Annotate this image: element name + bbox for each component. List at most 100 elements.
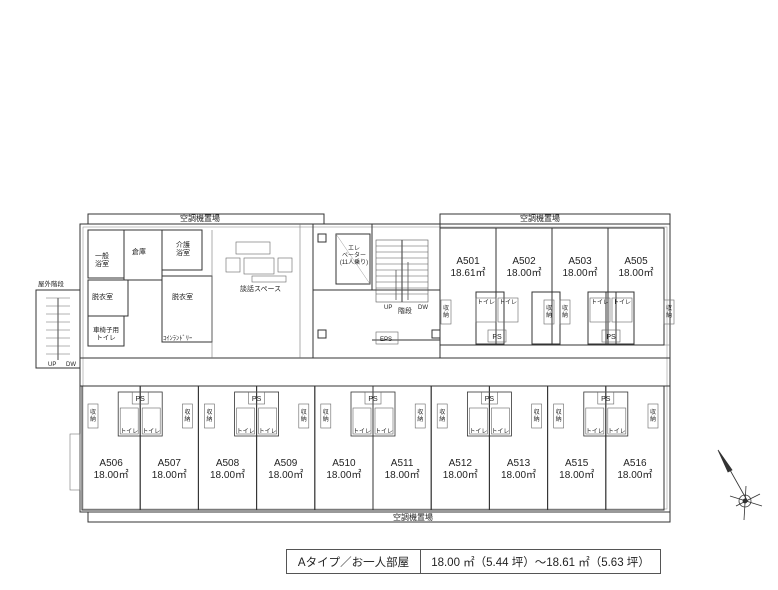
elevator-label: エレ xyxy=(348,245,360,252)
unit-room xyxy=(256,385,316,511)
storage-closet xyxy=(182,403,193,429)
storage-closet xyxy=(436,403,448,429)
storage-label: 収 xyxy=(417,409,423,416)
changing-room-left-label: 脱衣室 xyxy=(92,292,113,301)
storage-label: 納 xyxy=(301,415,307,423)
toilet-label: トイレ xyxy=(469,429,487,435)
storage-label: 収 xyxy=(323,409,329,416)
storage-label: 納 xyxy=(184,415,190,423)
lounge-furniture xyxy=(225,241,293,283)
toilet-label: トイレ xyxy=(120,429,138,435)
ps-label: PS xyxy=(136,396,146,403)
storage-label: 納 xyxy=(650,415,656,423)
pipe-shaft xyxy=(248,391,265,405)
room-number: A515 xyxy=(565,458,589,469)
toilet-stall xyxy=(611,297,633,323)
external-stairs xyxy=(35,289,81,369)
room-area: 18.00㎡ xyxy=(152,469,187,481)
storage-label: 納 xyxy=(556,415,562,423)
general-bath-label: 一般 xyxy=(95,251,109,260)
care-bath-label: 浴室 xyxy=(176,248,190,257)
room-number: A501 xyxy=(456,256,480,267)
ps-label: PS xyxy=(601,396,611,403)
toilet-label: トイレ xyxy=(499,300,517,306)
toilet-stall xyxy=(589,297,611,323)
toilet-label: トイレ xyxy=(259,429,277,435)
eps-box xyxy=(375,331,399,345)
room-number: A506 xyxy=(99,458,123,469)
storage-closet xyxy=(553,403,564,429)
north-arrow-icon xyxy=(717,449,763,521)
room-area: 18.00㎡ xyxy=(618,267,653,279)
aircon-label-top-right: 空調機置場 xyxy=(520,213,560,223)
storage-label: 納 xyxy=(666,311,672,319)
coin-laundry-label: ｺｲﾝﾗﾝﾄﾞﾘｰ xyxy=(163,334,192,342)
toilet-label: トイレ xyxy=(237,429,255,435)
ext-stairs-up-label: UP xyxy=(48,362,56,368)
storage-closet xyxy=(298,403,310,429)
ps-label: PS xyxy=(368,396,378,403)
storage-closet xyxy=(559,299,571,325)
elevator-label: ベーター xyxy=(342,251,366,259)
toilet-stall xyxy=(475,297,497,323)
storage-closet xyxy=(87,403,99,429)
ps-label: PS xyxy=(492,334,502,341)
toilet-label: トイレ xyxy=(591,300,609,306)
room-number: A502 xyxy=(512,256,536,267)
stairs-up-label: UP xyxy=(384,305,392,311)
stairs-label: 階段 xyxy=(398,306,412,315)
room-number: A505 xyxy=(624,256,648,267)
unit-type-legend: Aタイプ／お一人部屋 18.00 ㎡（5.44 坪）〜18.61 ㎡（5.63 … xyxy=(286,549,661,574)
toilet-stall xyxy=(119,407,139,435)
warehouse-label: 倉庫 xyxy=(132,247,146,256)
general-bath-label: 浴室 xyxy=(95,259,109,268)
eps-label: EPS xyxy=(380,337,392,343)
toilet-label: トイレ xyxy=(613,300,631,306)
storage-label: 収 xyxy=(443,305,449,312)
storage-closet xyxy=(663,299,675,325)
toilet-stall xyxy=(374,407,394,435)
bathroom-unit xyxy=(587,291,617,345)
room-number: A512 xyxy=(449,458,473,469)
toilet-stall xyxy=(469,407,488,435)
storage-closet xyxy=(543,299,555,325)
toilet-label: トイレ xyxy=(608,429,626,435)
storage-label: 納 xyxy=(562,311,568,319)
toilet-label: トイレ xyxy=(491,429,509,435)
room-number: A516 xyxy=(623,458,647,469)
toilet-label: トイレ xyxy=(375,429,393,435)
room-number: A503 xyxy=(568,256,592,267)
room-number: A510 xyxy=(332,458,356,469)
ext-stairs-label: 屋外階段 xyxy=(38,279,65,288)
room-number: A513 xyxy=(507,458,531,469)
room-area: 18.00㎡ xyxy=(210,469,245,481)
room-number: A511 xyxy=(391,458,414,469)
room-area: 18.00㎡ xyxy=(562,267,597,279)
storage-label: 収 xyxy=(439,409,445,416)
toilet-stall xyxy=(585,407,605,435)
room-area: 18.00㎡ xyxy=(326,469,361,481)
wheelchair-toilet-label: 車椅子用 xyxy=(93,325,119,334)
wheelchair-toilet-label: トイレ xyxy=(96,335,116,342)
unit-room xyxy=(372,385,432,511)
stairs-graphic xyxy=(375,239,429,303)
ps-label: PS xyxy=(252,396,262,403)
storage-closet xyxy=(440,299,452,325)
toilet-stall xyxy=(497,297,519,323)
toilet-stall xyxy=(258,407,277,435)
room-area: 18.00㎡ xyxy=(268,469,303,481)
pipe-shaft xyxy=(481,391,498,405)
toilet-label: トイレ xyxy=(353,429,371,435)
storage-label: 納 xyxy=(90,415,96,423)
room-area: 18.00㎡ xyxy=(559,469,594,481)
storage-closet xyxy=(320,403,332,429)
storage-label: 収 xyxy=(301,409,307,416)
stairs-dw-label: DW xyxy=(418,305,428,311)
room-number: A509 xyxy=(274,458,298,469)
room-area: 18.00㎡ xyxy=(385,469,420,481)
bathroom-unit xyxy=(605,291,635,345)
toilet-stall xyxy=(236,407,255,435)
pipe-shaft xyxy=(131,391,149,405)
room-area: 18.00㎡ xyxy=(506,267,541,279)
